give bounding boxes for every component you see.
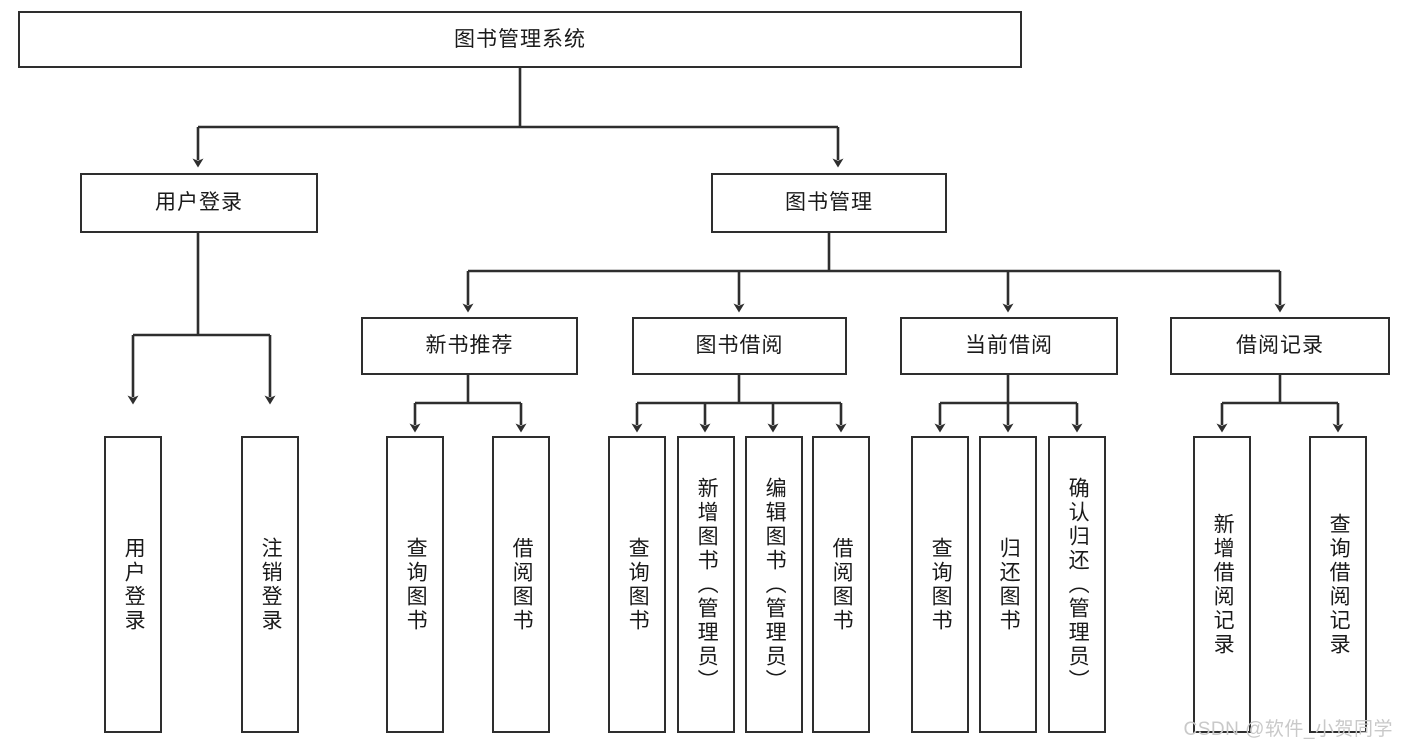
- node-leaf-query-record-label: 查询借阅记录: [1327, 512, 1351, 657]
- node-leaf-borrow-book-2-label: 借阅图书: [830, 536, 854, 633]
- node-leaf-add-book[interactable]: 新增图书（管理员）: [677, 436, 735, 733]
- node-root[interactable]: 图书管理系统: [18, 11, 1022, 68]
- node-borrow-record-label: 借阅记录: [1236, 334, 1324, 358]
- node-leaf-borrow-book-1-label: 借阅图书: [510, 536, 534, 633]
- node-root-label: 图书管理系统: [454, 27, 586, 51]
- node-leaf-query-record[interactable]: 查询借阅记录: [1309, 436, 1367, 733]
- node-leaf-return-book[interactable]: 归还图书: [979, 436, 1037, 733]
- node-leaf-query-book-3[interactable]: 查询图书: [911, 436, 969, 733]
- node-leaf-edit-book-label: 编辑图书（管理员）: [763, 476, 787, 693]
- node-leaf-query-book-2-label: 查询图书: [626, 536, 650, 633]
- node-leaf-edit-book[interactable]: 编辑图书（管理员）: [745, 436, 803, 733]
- node-leaf-add-record-label: 新增借阅记录: [1211, 512, 1235, 657]
- node-leaf-query-book-1[interactable]: 查询图书: [386, 436, 444, 733]
- node-borrow-record[interactable]: 借阅记录: [1170, 317, 1390, 375]
- node-new-book-recommend-label: 新书推荐: [425, 334, 514, 358]
- node-leaf-logout-login-label: 注销登录: [259, 536, 283, 633]
- node-leaf-logout-login[interactable]: 注销登录: [241, 436, 299, 733]
- node-book-borrow-label: 图书借阅: [695, 334, 784, 358]
- node-leaf-borrow-book-1[interactable]: 借阅图书: [492, 436, 550, 733]
- node-leaf-query-book-1-label: 查询图书: [404, 536, 428, 633]
- node-leaf-confirm-return[interactable]: 确认归还（管理员）: [1048, 436, 1106, 733]
- node-leaf-borrow-book-2[interactable]: 借阅图书: [812, 436, 870, 733]
- node-leaf-add-book-label: 新增图书（管理员）: [695, 476, 719, 693]
- node-leaf-user-login[interactable]: 用户登录: [104, 436, 162, 733]
- node-current-borrow-label: 当前借阅: [965, 334, 1053, 358]
- node-current-borrow[interactable]: 当前借阅: [900, 317, 1118, 375]
- node-book-manage-label: 图书管理: [785, 191, 873, 215]
- node-leaf-query-book-2[interactable]: 查询图书: [608, 436, 666, 733]
- node-book-manage[interactable]: 图书管理: [711, 173, 947, 233]
- node-leaf-return-book-label: 归还图书: [997, 536, 1021, 633]
- node-user-login[interactable]: 用户登录: [80, 173, 318, 233]
- node-leaf-add-record[interactable]: 新增借阅记录: [1193, 436, 1251, 733]
- node-leaf-query-book-3-label: 查询图书: [929, 536, 953, 633]
- node-user-login-label: 用户登录: [155, 191, 243, 215]
- node-leaf-confirm-return-label: 确认归还（管理员）: [1066, 476, 1090, 693]
- node-book-borrow[interactable]: 图书借阅: [632, 317, 847, 375]
- node-new-book-recommend[interactable]: 新书推荐: [361, 317, 578, 375]
- node-leaf-user-login-label: 用户登录: [122, 536, 146, 633]
